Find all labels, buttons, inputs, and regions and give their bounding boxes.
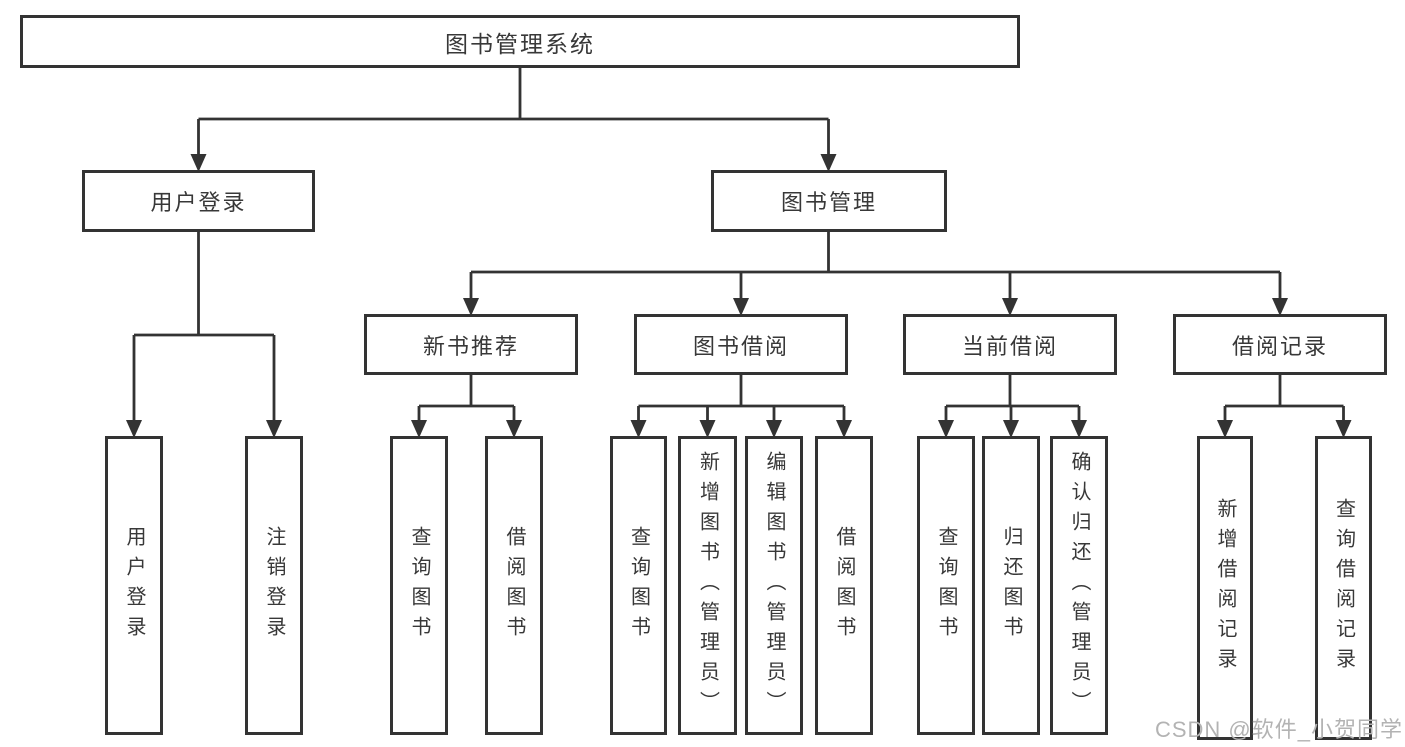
node-borrow-records: 借阅记录: [1173, 314, 1387, 375]
node-current-borrowing: 当前借阅: [903, 314, 1117, 375]
leaf-add-book-admin: 新增图书（管理员）: [678, 436, 737, 735]
leaf-label: 注销登录: [263, 525, 285, 646]
node-new-book-recommend: 新书推荐: [364, 314, 578, 375]
arrow-down-icon: [766, 420, 782, 438]
leaf-label: 查询图书: [408, 525, 430, 646]
node-user-login: 用户登录: [82, 170, 315, 232]
arrow-down-icon: [126, 420, 142, 438]
node-label: 图书管理系统: [445, 30, 595, 57]
leaf-label: 归还图书: [1000, 525, 1022, 646]
arrow-down-icon: [463, 298, 479, 316]
leaf-label: 借阅图书: [833, 525, 855, 646]
leaf-label: 新增借阅记录: [1214, 498, 1236, 678]
leaf-edit-book-admin: 编辑图书（管理员）: [745, 436, 803, 735]
node-book-borrowing: 图书借阅: [634, 314, 848, 375]
leaf-label: 用户登录: [123, 525, 145, 646]
connector-line: [132, 68, 1345, 424]
arrow-down-icon: [506, 420, 522, 438]
leaf-user-login: 用户登录: [105, 436, 163, 735]
node-library-system: 图书管理系统: [20, 15, 1020, 68]
csdn-watermark: CSDN @软件_小贺同学: [1154, 717, 1403, 742]
arrow-down-icon: [1002, 298, 1018, 316]
arrow-down-icon: [411, 420, 427, 438]
arrow-down-icon: [820, 154, 837, 172]
node-label: 用户登录: [150, 190, 247, 215]
arrow-down-icon: [190, 154, 207, 172]
arrow-down-icon: [836, 420, 852, 438]
arrow-down-icon: [938, 420, 954, 438]
leaf-label: 查询图书: [935, 525, 957, 646]
leaf-logout: 注销登录: [245, 436, 303, 735]
leaf-query-books-borrowing: 查询图书: [610, 436, 667, 735]
arrow-down-icon: [630, 420, 647, 438]
node-label: 新书推荐: [422, 333, 519, 359]
arrow-down-icon: [266, 420, 282, 438]
node-label: 图书管理: [780, 190, 877, 215]
leaf-label: 借阅图书: [503, 525, 525, 646]
arrow-down-icon: [1335, 420, 1352, 438]
leaf-borrow-books-borrowing: 借阅图书: [815, 436, 873, 735]
leaf-query-books-recommend: 查询图书: [390, 436, 448, 735]
leaf-query-borrow-record: 查询借阅记录: [1315, 436, 1372, 740]
leaf-label: 查询图书: [627, 525, 650, 646]
leaf-label: 编辑图书（管理员）: [763, 450, 785, 721]
leaf-return-book: 归还图书: [982, 436, 1040, 735]
arrow-down-icon: [1217, 420, 1233, 438]
leaf-label: 确认归还（管理员）: [1068, 450, 1090, 721]
node-label: 图书借阅: [692, 333, 789, 359]
leaf-label: 新增图书（管理员）: [696, 450, 719, 721]
arrow-down-icon: [699, 420, 716, 438]
leaf-query-books-current: 查询图书: [917, 436, 975, 735]
node-label: 当前借阅: [961, 333, 1058, 359]
arrow-down-icon: [1071, 420, 1087, 438]
leaf-borrow-books-recommend: 借阅图书: [485, 436, 543, 735]
leaf-label: 查询借阅记录: [1332, 498, 1355, 678]
node-label: 借阅记录: [1231, 333, 1328, 359]
arrow-down-icon: [1003, 420, 1019, 438]
leaf-confirm-return-admin: 确认归还（管理员）: [1050, 436, 1108, 735]
leaf-add-borrow-record: 新增借阅记录: [1197, 436, 1253, 740]
arrow-down-icon: [1272, 298, 1288, 316]
node-book-management: 图书管理: [711, 170, 947, 232]
arrow-down-icon: [733, 298, 749, 316]
